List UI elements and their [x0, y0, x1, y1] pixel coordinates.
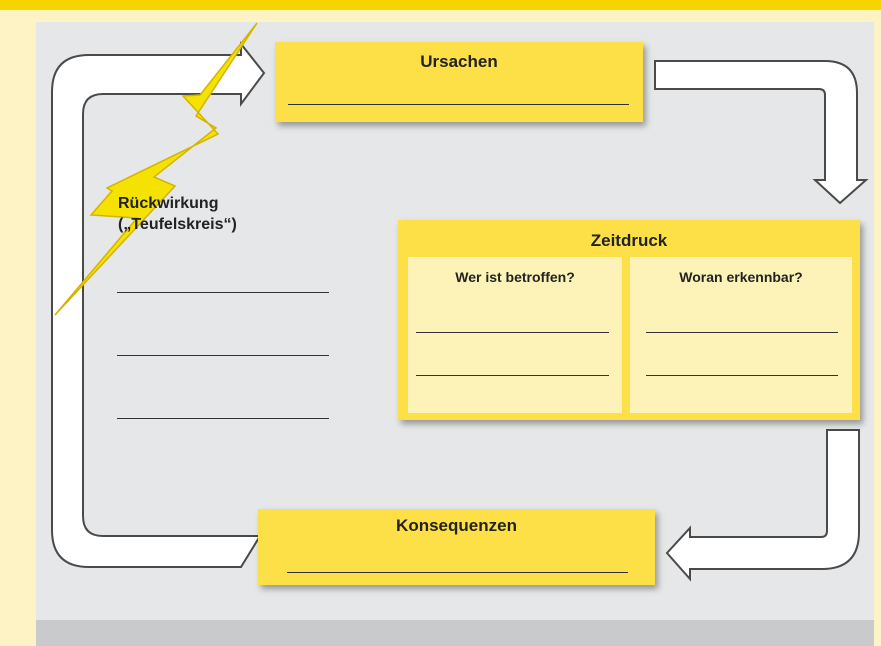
how-recognizable-line-2	[646, 375, 838, 376]
arrow-feedback-loop	[51, 41, 266, 568]
how-recognizable-line-1	[646, 332, 838, 333]
left-margin-strip	[0, 10, 36, 646]
ursachen-box: Ursachen	[275, 42, 643, 122]
how-recognizable-title: Woran erkennbar?	[679, 269, 803, 285]
rueckwirkung-line-2: („Teufelskreis“)	[118, 216, 237, 233]
who-affected-line-2	[416, 375, 609, 376]
rueckwirkung-write-line-1	[117, 292, 329, 293]
rueckwirkung-write-line-3	[117, 418, 329, 419]
how-recognizable-panel: Woran erkennbar?	[630, 257, 852, 413]
lightning-bolt-icon	[54, 22, 258, 316]
ursachen-write-line	[288, 104, 629, 105]
arrow-ursachen-to-zeitdruck	[654, 60, 869, 205]
rueckwirkung-line-1: Rückwirkung	[118, 195, 219, 212]
rueckwirkung-write-line-2	[117, 355, 329, 356]
who-affected-panel: Wer ist betroffen?	[408, 257, 622, 413]
who-affected-title: Wer ist betroffen?	[455, 269, 575, 285]
rueckwirkung-label: Rückwirkung („Teufelskreis“)	[118, 193, 237, 235]
ursachen-title: Ursachen	[420, 52, 498, 71]
zeitdruck-title: Zeitdruck	[590, 231, 668, 250]
top-accent-bar	[0, 0, 881, 10]
konsequenzen-title: Konsequenzen	[396, 516, 517, 535]
who-affected-line-1	[416, 332, 609, 333]
zeitdruck-box: Zeitdruck Wer ist betroffen? Woran erken…	[398, 220, 860, 420]
konsequenzen-box: Konsequenzen	[258, 509, 655, 585]
konsequenzen-write-line	[287, 572, 628, 573]
bottom-footer-bar	[36, 620, 874, 646]
arrow-zeitdruck-to-konsequenzen	[665, 429, 860, 582]
